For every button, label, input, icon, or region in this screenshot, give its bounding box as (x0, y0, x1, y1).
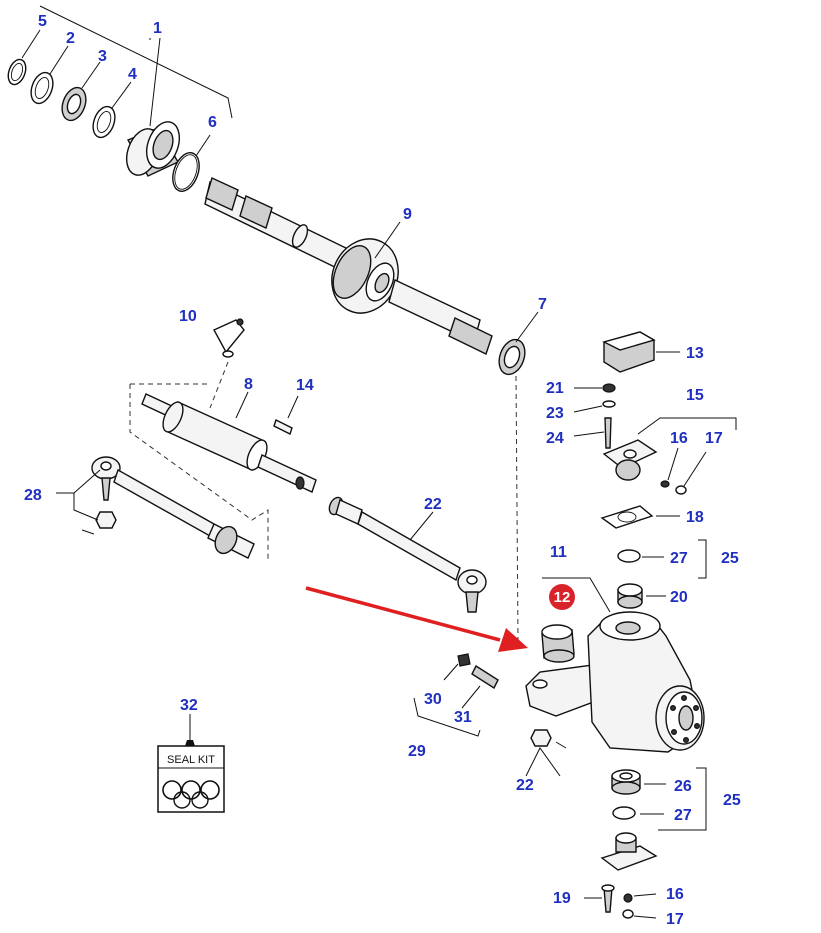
callout-27-top: 27 (670, 550, 688, 567)
tie-rod-28 (56, 456, 255, 559)
callout-30: 30 (424, 691, 442, 708)
seal-kit-32: SEAL KIT (157, 714, 225, 813)
callout-11: 11 (550, 544, 567, 561)
callout-18: 18 (686, 509, 704, 526)
tie-rod-22 (328, 496, 487, 613)
callout-2: 2 (66, 30, 75, 47)
ring-5 (7, 58, 27, 86)
bearing-20 (617, 583, 666, 609)
callout-23: 23 (546, 405, 564, 422)
bolt-31 (413, 664, 499, 737)
callout-25-bottom: 25 (723, 792, 741, 809)
callout-17-top: 17 (705, 430, 723, 447)
steering-cylinder-8 (129, 383, 317, 560)
highlight-arrow (305, 586, 528, 652)
callout-17-bottom: 17 (666, 911, 684, 928)
callout-21: 21 (546, 380, 564, 397)
callout-31: 31 (454, 709, 472, 726)
callout-7: 7 (538, 296, 547, 313)
seal-7 (498, 311, 539, 376)
grease-nipple-30 (443, 653, 471, 681)
callout-22-knuckle: 22 (516, 777, 534, 794)
callout-16-top: 16 (670, 430, 688, 447)
callout-27-bottom: 27 (674, 807, 692, 824)
callout-22-tierod: 22 (424, 496, 442, 513)
bushing-12 (541, 624, 575, 663)
bearing-26 (611, 769, 666, 795)
cap-13 (602, 331, 680, 373)
callout-13: 13 (686, 345, 704, 362)
clip-10 (209, 318, 245, 409)
washer-23 (602, 400, 616, 408)
flange-15 (602, 417, 737, 495)
callout-1: 1 (153, 20, 162, 37)
ring-4 (92, 105, 116, 139)
cap-25-lower (600, 832, 658, 871)
dash-outline-cylinder (129, 384, 269, 560)
seal-kit-label: SEAL KIT (167, 754, 215, 766)
callout-24: 24 (546, 430, 564, 447)
bolt-19 (584, 884, 615, 913)
bolt-16-lower (623, 893, 657, 903)
steering-knuckle-11 (525, 577, 705, 753)
callout-32: 32 (180, 697, 198, 714)
drive-shaft-9 (204, 177, 493, 355)
callout-10: 10 (179, 308, 197, 325)
callout-16-bottom: 16 (666, 886, 684, 903)
axis-line-kingpin (515, 375, 519, 641)
callout-19: 19 (553, 890, 571, 907)
o-ring-27-bottom (612, 767, 707, 831)
screw-14 (273, 395, 299, 435)
stud-stack-21-23-24 (573, 383, 616, 449)
callout-29: 29 (408, 743, 426, 760)
ring-2 (30, 71, 54, 105)
highlight-badge-12: 12 (549, 584, 575, 610)
callout-3: 3 (98, 48, 107, 65)
callout-20: 20 (670, 589, 688, 606)
callout-14: 14 (296, 377, 314, 394)
callout-6: 6 (208, 114, 217, 131)
callout-4: 4 (128, 66, 137, 83)
nut-22-knuckle (525, 729, 567, 777)
callout-9: 9 (403, 206, 412, 223)
callout-12: 12 (554, 589, 571, 606)
plug-17-lower (622, 909, 657, 919)
callout-28: 28 (24, 487, 42, 504)
callout-25-top: 25 (721, 550, 739, 567)
gasket-18 (600, 505, 680, 529)
callout-26: 26 (674, 778, 692, 795)
callout-5: 5 (38, 13, 47, 30)
stud-24 (604, 417, 612, 449)
nut-21 (602, 383, 616, 393)
seal-assembly-group (7, 5, 233, 192)
o-ring-27-top (617, 539, 707, 579)
callout-15: 15 (686, 387, 704, 404)
callout-8: 8 (244, 376, 253, 393)
